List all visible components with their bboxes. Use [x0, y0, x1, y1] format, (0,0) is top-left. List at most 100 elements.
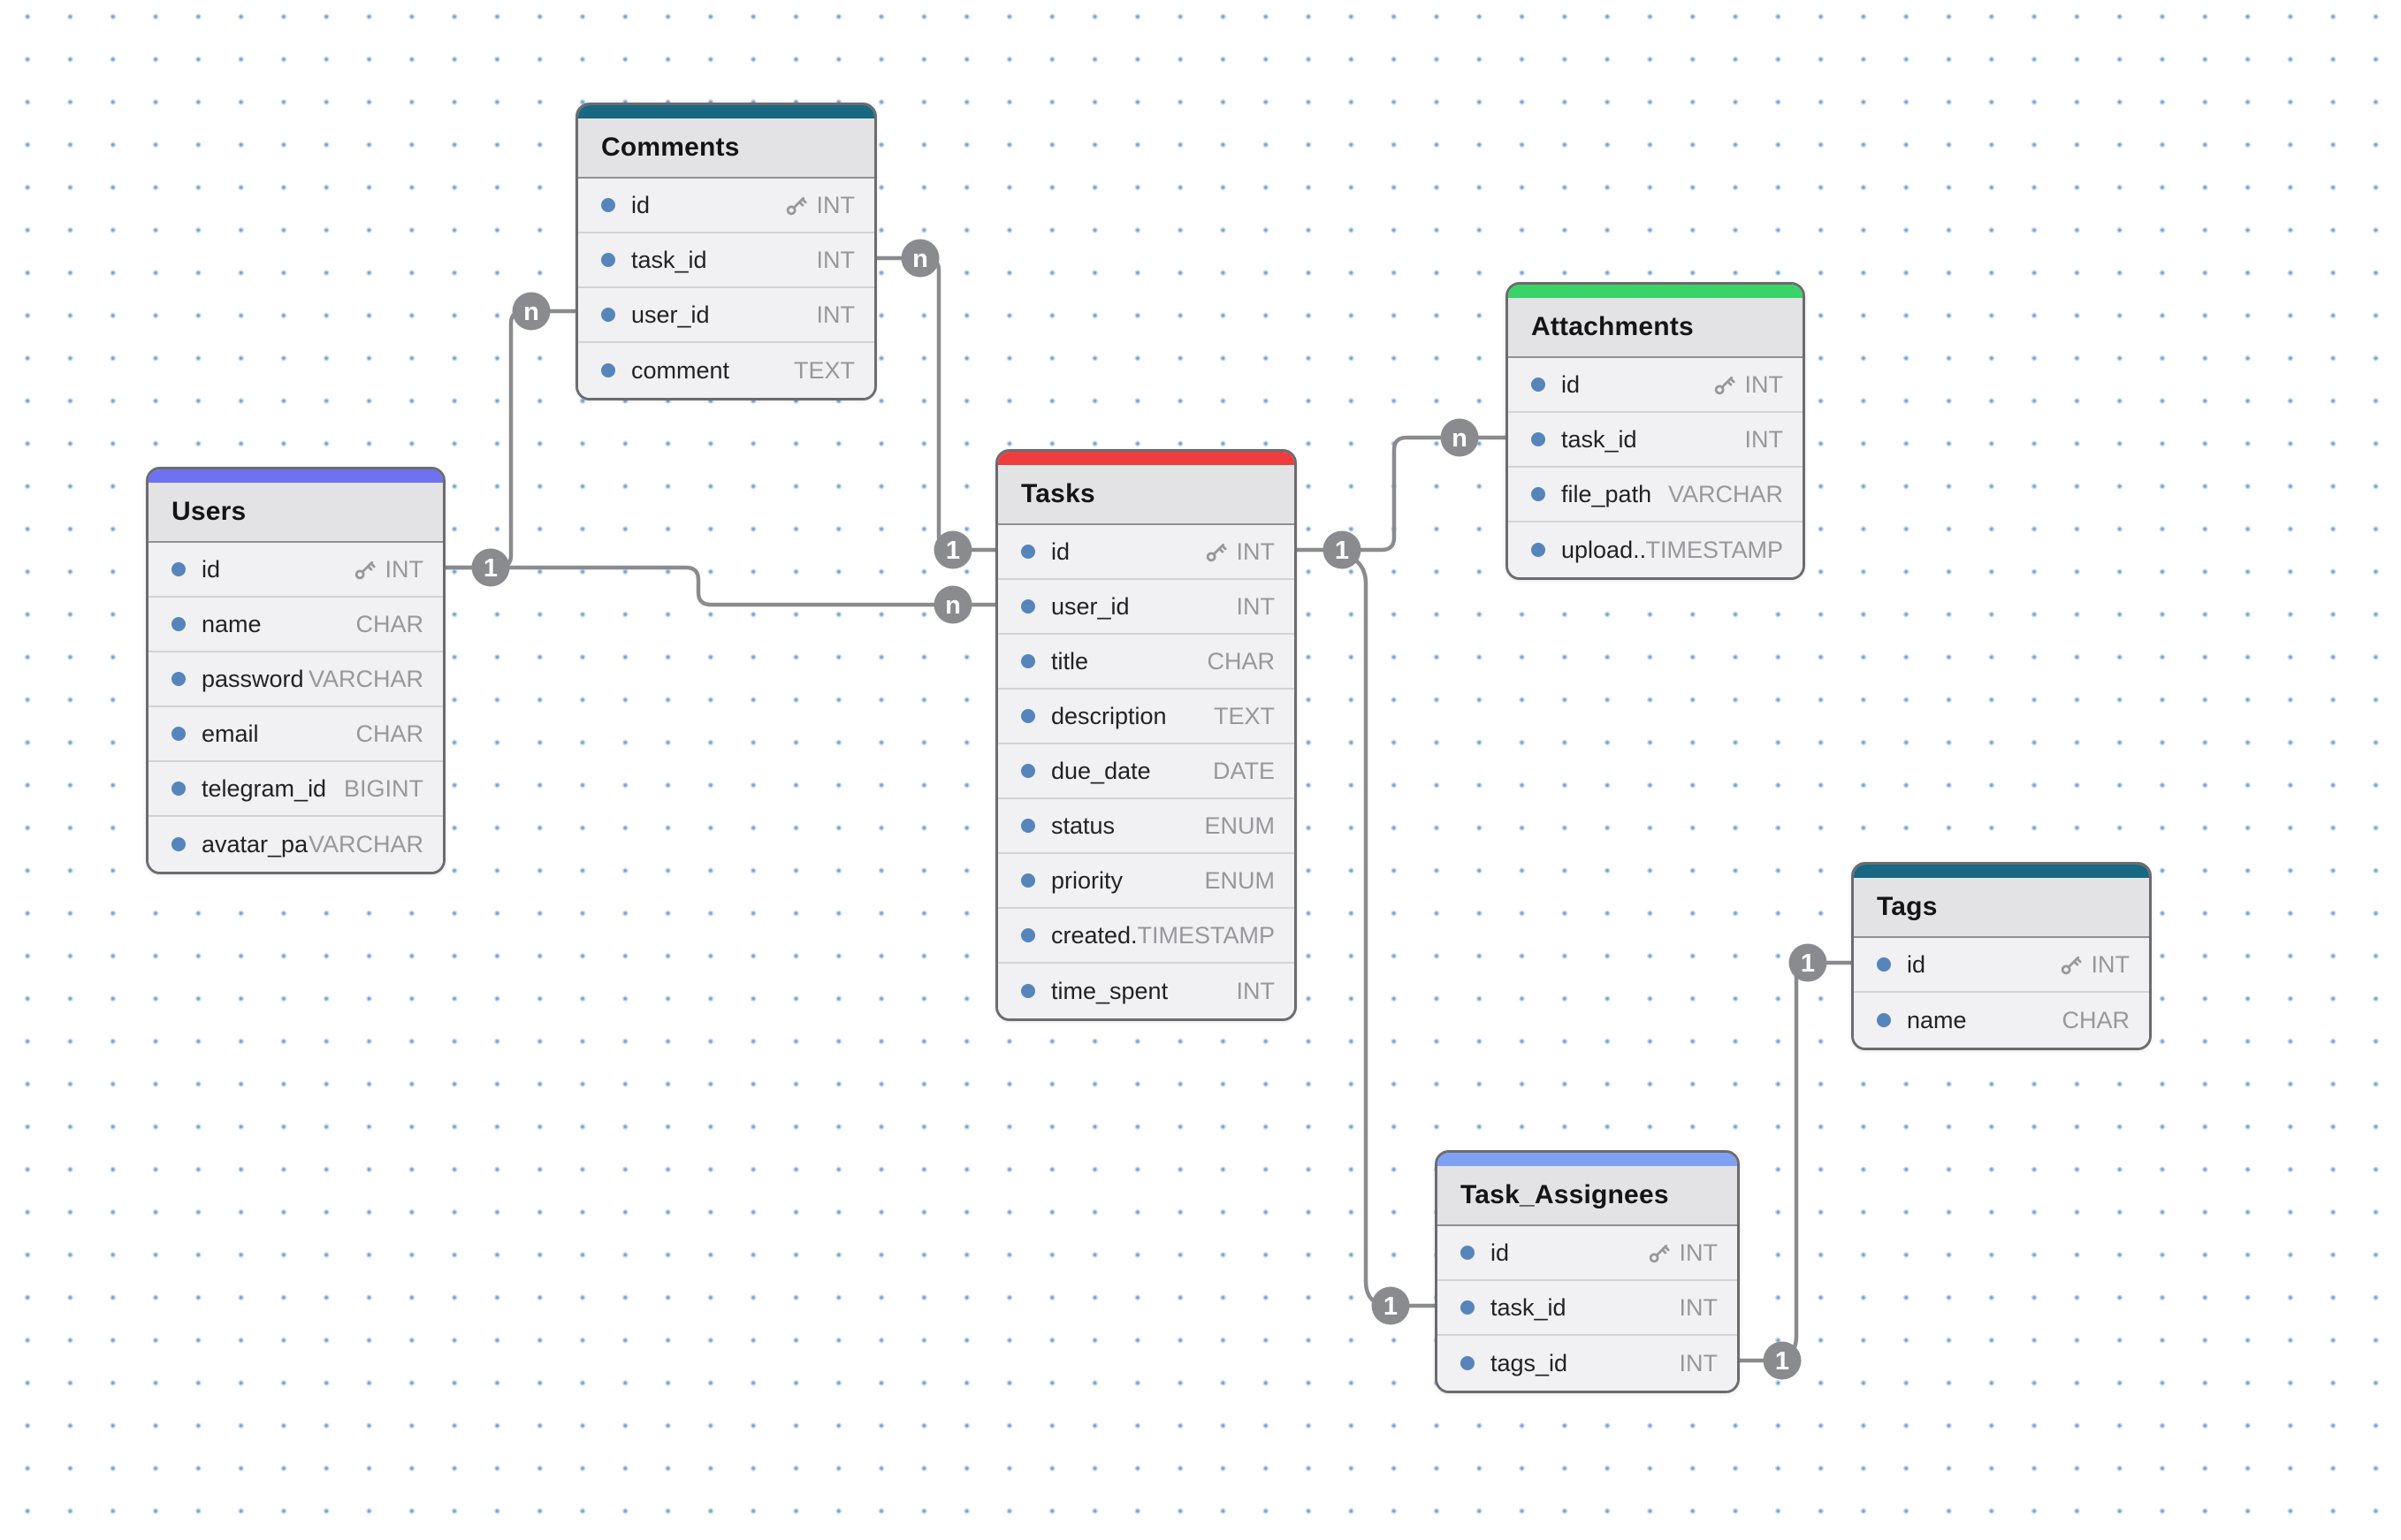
table-row[interactable]: user_id INT [578, 288, 874, 343]
table-row[interactable]: priority ENUM [998, 854, 1294, 909]
relationship-users-tasks[interactable] [445, 565, 995, 607]
field-dot-icon [601, 253, 615, 267]
table-row[interactable]: status ENUM [998, 799, 1294, 854]
field-type: INT [353, 556, 423, 583]
field-name: id [1907, 950, 1926, 978]
relationship-tasks-comments[interactable] [877, 255, 995, 553]
field-type: ENUM [1204, 866, 1276, 894]
field-name: priority [1051, 866, 1124, 894]
field-name: task_id [1561, 425, 1637, 453]
field-type: INT [1712, 371, 1783, 399]
field-type: CHAR [355, 720, 423, 747]
table-row[interactable]: task_id INT [578, 233, 874, 288]
table-row[interactable]: id INT [1508, 358, 1803, 413]
cardinality-badge[interactable]: 1 [1788, 943, 1827, 982]
relationship-tasks-task-assignees[interactable] [1341, 551, 1435, 1308]
cardinality-badge[interactable]: 1 [471, 548, 510, 587]
table-task-assignees[interactable]: Task_Assignees id INT task_id INT tags_i… [1435, 1150, 1740, 1393]
field-dot-icon [172, 562, 186, 576]
table-row[interactable]: id INT [1437, 1226, 1737, 1281]
table-header[interactable]: Tasks [998, 465, 1294, 525]
table-row[interactable]: name CHAR [1854, 993, 2149, 1048]
field-type: INT [1679, 1349, 1719, 1376]
table-accent-bar [1437, 1153, 1737, 1166]
field-type: TIMESTAMP [1645, 536, 1783, 563]
field-dot-icon [1460, 1356, 1475, 1370]
field-name: id [1051, 537, 1071, 565]
field-type: VARCHAR [308, 830, 423, 858]
field-name: avatar_pa... [202, 830, 309, 858]
table-row[interactable]: id INT [578, 179, 874, 233]
table-header[interactable]: Tags [1854, 878, 2149, 938]
field-dot-icon [1877, 1013, 1891, 1027]
cardinality-badge[interactable]: n [901, 239, 940, 278]
field-name: tags_id [1490, 1349, 1568, 1376]
table-row[interactable]: time_spent INT [998, 964, 1294, 1018]
cardinality-badge[interactable]: n [1440, 418, 1479, 457]
table-row[interactable]: password VARCHAR [149, 652, 443, 707]
field-dot-icon [1877, 957, 1891, 972]
table-row[interactable]: email CHAR [149, 707, 443, 762]
field-type: INT [1679, 1293, 1719, 1321]
field-dot-icon [1460, 1246, 1475, 1260]
field-name: user_id [631, 301, 710, 328]
table-header[interactable]: Users [149, 483, 443, 543]
field-name: task_id [631, 246, 707, 273]
table-row[interactable]: tags_id INT [1437, 1336, 1737, 1391]
field-dot-icon [1021, 984, 1035, 998]
table-row[interactable]: avatar_pa... VARCHAR [149, 817, 443, 872]
field-dot-icon [1021, 764, 1035, 778]
cardinality-badge[interactable]: n [512, 292, 551, 331]
table-accent-bar [1508, 285, 1803, 298]
field-dot-icon [1021, 709, 1035, 723]
table-users[interactable]: Users id INT name CHAR password VARCHAR … [146, 467, 446, 874]
field-dot-icon [172, 617, 186, 631]
table-row[interactable]: file_path VARCHAR [1508, 468, 1803, 522]
table-header[interactable]: Comments [578, 118, 874, 179]
table-row[interactable]: id INT [1854, 938, 2149, 993]
table-tasks[interactable]: Tasks id INT user_id INT title CHAR desc… [995, 449, 1297, 1021]
field-name: description [1051, 702, 1167, 729]
field-name: id [631, 191, 651, 218]
table-row[interactable]: task_id INT [1437, 1281, 1737, 1336]
table-row[interactable]: title CHAR [998, 635, 1294, 690]
relationship-users-comments[interactable] [445, 309, 575, 570]
field-type: INT [1647, 1239, 1718, 1267]
table-attachments[interactable]: Attachments id INT task_id INT file_path… [1505, 282, 1805, 580]
table-row[interactable]: task_id INT [1508, 413, 1803, 468]
table-row[interactable]: telegram_id BIGINT [149, 762, 443, 817]
table-row[interactable]: id INT [149, 543, 443, 598]
cardinality-badge[interactable]: 1 [934, 530, 972, 569]
table-row[interactable]: created... TIMESTAMP [998, 909, 1294, 964]
table-row[interactable]: due_date DATE [998, 744, 1294, 799]
table-header[interactable]: Task_Assignees [1437, 1166, 1737, 1226]
table-row[interactable]: user_id INT [998, 580, 1294, 635]
table-row[interactable]: comment TEXT [578, 343, 874, 398]
svg-text:n: n [1452, 424, 1467, 453]
table-row[interactable]: upload... TIMESTAMP [1508, 522, 1803, 577]
table-row[interactable]: description TEXT [998, 690, 1294, 744]
table-tags[interactable]: Tags id INT name CHAR [1851, 862, 2152, 1050]
field-type: INT [816, 301, 856, 328]
field-dot-icon [601, 198, 615, 212]
relationship-tasks-attachments[interactable] [1297, 435, 1505, 553]
field-dot-icon [1021, 599, 1035, 614]
primary-key-icon [1649, 1244, 1670, 1263]
field-name: time_spent [1051, 977, 1169, 1004]
field-type: INT [1204, 538, 1275, 566]
relationship-tags-task-assignees[interactable] [1738, 960, 1851, 1363]
field-type: CHAR [2062, 1006, 2130, 1033]
cardinality-badge[interactable]: 1 [1763, 1341, 1802, 1380]
table-row[interactable]: id INT [998, 525, 1294, 580]
cardinality-badge[interactable]: 1 [1371, 1286, 1410, 1325]
cardinality-badge[interactable]: 1 [1322, 530, 1361, 569]
table-row[interactable]: name CHAR [149, 598, 443, 652]
primary-key-icon [2061, 956, 2082, 975]
table-header[interactable]: Attachments [1508, 298, 1803, 358]
field-name: upload... [1561, 536, 1646, 563]
field-type: INT [784, 192, 855, 219]
cardinality-badge[interactable]: n [934, 585, 972, 624]
field-dot-icon [1460, 1300, 1475, 1315]
table-comments[interactable]: Comments id INT task_id INT user_id INT … [575, 103, 877, 400]
